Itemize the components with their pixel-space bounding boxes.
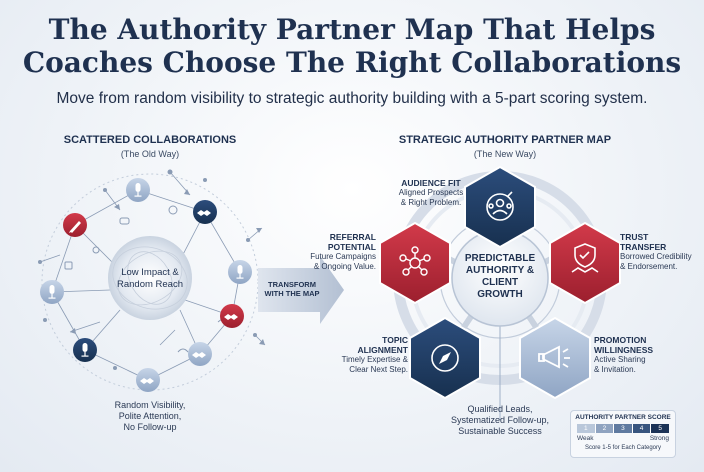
- label-audience-fit: AUDIENCE FIT Aligned Prospects & Right P…: [396, 178, 466, 208]
- transform-line-1: TRANSFORM: [268, 280, 316, 289]
- score-note: Score 1-5 for Each Category: [584, 445, 662, 451]
- node-referral-potential: [379, 221, 451, 305]
- right-subheading: (The New Way): [473, 149, 537, 159]
- right-heading: STRATEGIC AUTHORITY PARTNER MAP: [398, 134, 612, 146]
- left-node-handshake-red: [220, 304, 244, 328]
- strategic-map: [379, 165, 621, 420]
- transform-label: TRANSFORM WITH THE MAP: [262, 280, 322, 298]
- handshake-icon: [140, 378, 154, 384]
- score-cell-3: 3: [614, 424, 633, 433]
- left-node-handshake-bottom-right: [188, 342, 212, 366]
- page-title-line-1: The Authority Partner Map That Helps: [48, 13, 656, 46]
- topic-title-2: ALIGNMENT: [357, 345, 408, 355]
- promotion-desc-1: Active Sharing: [594, 355, 646, 364]
- handshake-icon: [192, 352, 206, 358]
- scattered-network: [38, 169, 266, 392]
- network-icon: [399, 246, 431, 276]
- score-ends: Weak Strong: [577, 435, 669, 442]
- compass-icon: [431, 344, 459, 372]
- left-node-pen-red: [63, 213, 87, 237]
- score-cell-2: 2: [595, 424, 615, 433]
- left-footer: Random Visibility, Polite Attention, No …: [90, 400, 210, 433]
- microphone-icon: [236, 265, 244, 279]
- transform-arrow: [258, 256, 344, 324]
- right-center-text: PREDICTABLE AUTHORITY & CLIENT GROWTH: [455, 253, 545, 301]
- microphone-icon: [81, 343, 89, 357]
- shield-handshake-icon: [571, 243, 599, 273]
- label-topic-alignment: TOPIC ALIGNMENT Timely Expertise & Clear…: [330, 335, 408, 375]
- left-node-handshake-bottom: [136, 368, 160, 392]
- left-node-mic-top: [126, 178, 150, 202]
- topic-desc-2: Clear Next Step.: [349, 365, 408, 374]
- score-cell-1: 1: [577, 424, 596, 433]
- label-promotion-willingness: PROMOTION WILLINGNESS Active Sharing & I…: [594, 335, 674, 375]
- left-center-line-2: Random Reach: [116, 279, 183, 290]
- pen-icon: [69, 221, 81, 233]
- trust-transfer-desc-2: & Endorsement.: [620, 262, 678, 271]
- right-center-line-4: GROWTH: [477, 289, 523, 300]
- node-topic-alignment: [409, 316, 481, 400]
- left-center-text: Low Impact & Random Reach: [105, 267, 195, 291]
- transform-line-2: WITH THE MAP: [264, 289, 320, 298]
- trust-transfer-title-1: TRUST: [620, 232, 649, 242]
- score-low-label: Weak: [577, 435, 594, 442]
- node-promotion-willingness: [519, 316, 591, 400]
- left-node-mic-right: [228, 260, 252, 284]
- topic-title-1: TOPIC: [382, 335, 408, 345]
- referral-title-2: POTENTIAL: [327, 242, 376, 252]
- left-footer-line-1: Random Visibility,: [114, 400, 186, 410]
- promotion-desc-2: & Invitation.: [594, 365, 636, 374]
- handshake-icon: [224, 314, 238, 320]
- score-cell-5: 5: [651, 424, 669, 433]
- referral-desc-1: Future Campaigns: [310, 252, 376, 261]
- node-trust-transfer: [549, 221, 621, 305]
- score-title: AUTHORITY PARTNER SCORE: [575, 414, 671, 421]
- trust-transfer-desc-1: Borrowed Credibility: [620, 252, 692, 261]
- right-footer-line-1: Qualified Leads,: [467, 404, 533, 414]
- label-referral-potential: REFERRAL POTENTIAL Future Campaigns & On…: [300, 232, 376, 272]
- right-footer-line-2: Systematized Follow-up,: [450, 415, 550, 425]
- audience-fit-desc-2: & Right Problem.: [400, 198, 462, 207]
- node-audience-fit: [464, 165, 536, 249]
- microphone-icon: [48, 285, 56, 299]
- label-trust-transfer: TRUST TRANSFER Borrowed Credibility & En…: [620, 232, 700, 272]
- topic-desc-1: Timely Expertise &: [341, 355, 408, 364]
- megaphone-icon: [538, 345, 570, 369]
- score-high-label: Strong: [649, 435, 669, 442]
- score-scale: 1 2 3 4 5: [577, 424, 669, 433]
- audience-fit-title: AUDIENCE FIT: [401, 178, 461, 188]
- left-footer-line-3: No Follow-up: [123, 422, 177, 432]
- promotion-title-1: PROMOTION: [594, 335, 647, 345]
- target-audience-icon: [486, 191, 514, 221]
- right-footer-line-3: Sustainable Success: [458, 426, 542, 436]
- referral-title-1: REFERRAL: [329, 232, 376, 242]
- left-center-line-1: Low Impact &: [121, 267, 179, 278]
- score-cell-4: 4: [632, 424, 652, 433]
- trust-transfer-title-2: TRANSFER: [620, 242, 667, 252]
- right-center-line-1: PREDICTABLE: [464, 253, 536, 264]
- authority-partner-score-box: AUTHORITY PARTNER SCORE 1 2 3 4 5 Weak S…: [570, 410, 676, 458]
- referral-desc-2: & Ongoing Value.: [313, 262, 376, 271]
- right-footer: Qualified Leads, Systematized Follow-up,…: [440, 404, 560, 437]
- page-title-line-2: Coaches Choose The Right Collaborations: [22, 46, 682, 79]
- left-heading: SCATTERED COLLABORATIONS: [63, 134, 237, 146]
- right-center-line-2: AUTHORITY &: [465, 265, 535, 276]
- audience-fit-desc-1: Aligned Prospects: [398, 188, 464, 197]
- left-subheading: (The Old Way): [120, 149, 180, 159]
- handshake-icon: [197, 210, 211, 216]
- left-node-mic-left: [40, 280, 64, 304]
- left-node-handshake-top-right: [193, 200, 217, 224]
- promotion-title-2: WILLINGNESS: [594, 345, 654, 355]
- left-node-mic-navy: [73, 338, 97, 362]
- microphone-icon: [134, 183, 142, 197]
- left-footer-line-2: Polite Attention,: [118, 411, 182, 421]
- page-subtitle: Move from random visibility to strategic…: [56, 90, 648, 107]
- right-center-line-3: CLIENT: [481, 277, 519, 288]
